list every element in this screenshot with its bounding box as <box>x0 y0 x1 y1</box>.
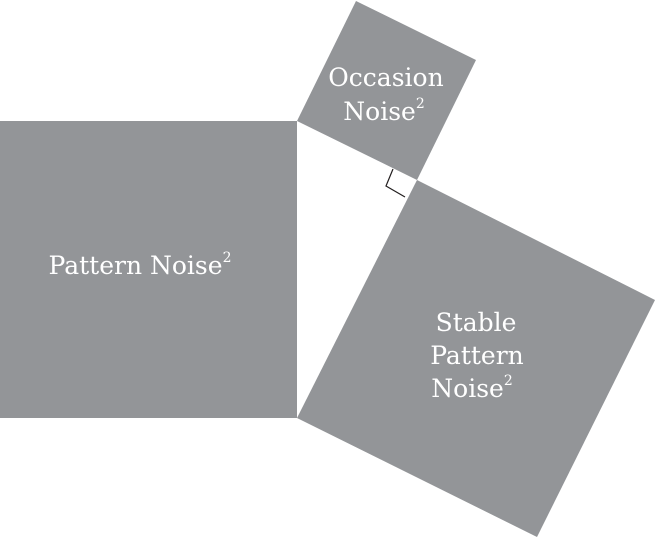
stable-pattern-noise-label-line-1: Stable <box>436 308 517 337</box>
occasion-noise-label-text-2: Noise <box>343 97 416 126</box>
pattern-noise-label: Pattern Noise2 <box>49 250 232 280</box>
pattern-noise-square <box>0 121 297 418</box>
stable-pattern-noise-label-line-2: Pattern <box>430 341 524 370</box>
stable-pattern-noise-label-text-1: Stable <box>436 308 517 337</box>
pattern-noise-label-line: Pattern Noise <box>49 251 223 280</box>
occasion-noise-label-text-1: Occasion <box>328 63 443 92</box>
pattern-noise-superscript: 2 <box>223 250 232 266</box>
occasion-noise-square <box>297 1 476 180</box>
stable-pattern-noise-label-line-3: Noise2 <box>431 373 512 403</box>
occasion-noise-superscript: 2 <box>416 96 425 112</box>
right-angle-marker <box>385 168 406 198</box>
occasion-noise-label-line-2: Noise2 <box>343 96 424 126</box>
occasion-noise-label-line-1: Occasion <box>328 63 443 92</box>
stable-pattern-noise-superscript: 2 <box>504 373 513 389</box>
stable-pattern-noise-label-text-2: Pattern <box>430 341 524 370</box>
stable-pattern-noise-square <box>297 180 655 537</box>
stable-pattern-noise-label-text-3: Noise <box>431 374 504 403</box>
